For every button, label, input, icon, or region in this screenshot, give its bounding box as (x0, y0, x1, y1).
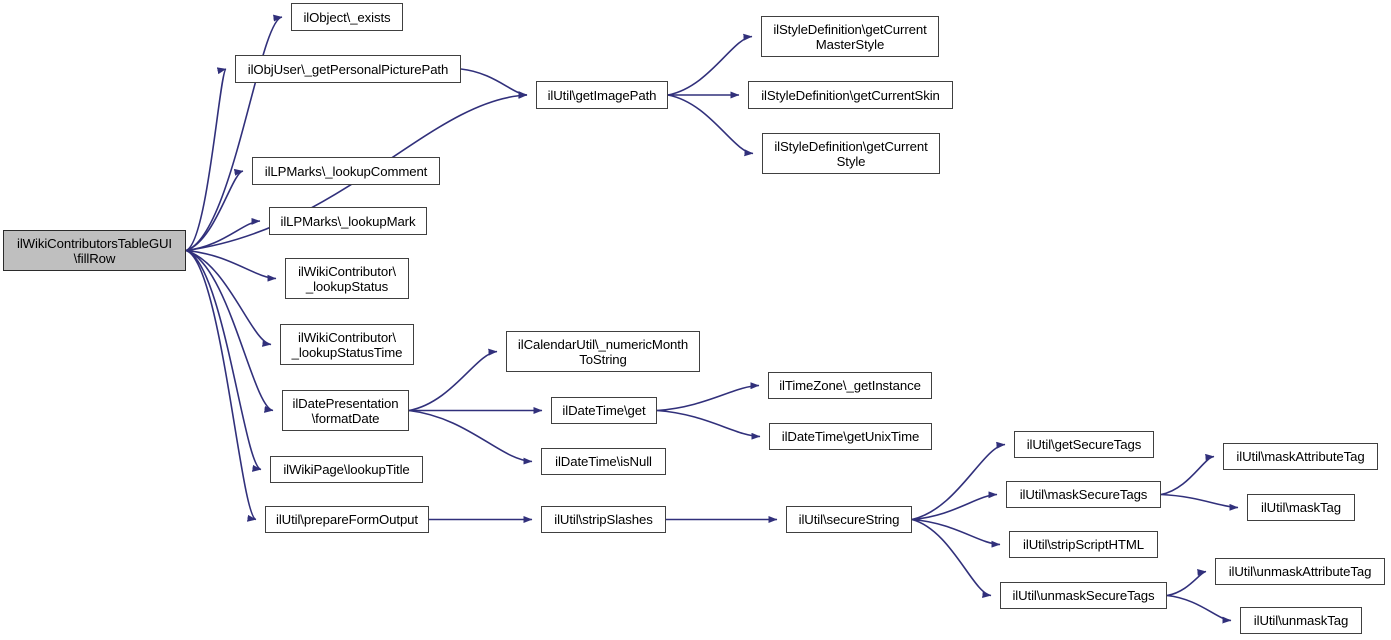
graph-edge-unmasksecuretags-to-unmaskattributetag (1166, 568, 1207, 597)
graph-edge-root-to-lookupmark (185, 217, 261, 252)
graph-edge-securestring-to-getsecuretags (911, 441, 1006, 521)
graph-node-prepareformoutput[interactable]: ilUtil\prepareFormOutput (265, 506, 429, 533)
graph-edge-datetimeget-to-getunixtime (656, 409, 761, 440)
graph-edge-root-to-formatdate (185, 249, 274, 413)
graph-edge-root-to-prepareformoutput (185, 249, 257, 522)
graph-node-masktag[interactable]: ilUtil\maskTag (1247, 494, 1355, 521)
graph-node-getinstance[interactable]: ilTimeZone\_getInstance (768, 372, 932, 399)
graph-edge-getimagepath-to-mastersstyle (667, 33, 753, 96)
graph-edge-securestring-to-masksecuretags (911, 491, 998, 521)
graph-edge-securestring-to-unmasksecuretags (911, 518, 992, 598)
graph-node-isnull[interactable]: ilDateTime\isNull (541, 448, 666, 475)
graph-edge-datetimeget-to-getinstance (656, 382, 760, 412)
graph-edge-formatdate-to-isnull (408, 409, 533, 465)
graph-node-maskattributetag[interactable]: ilUtil\maskAttributeTag (1223, 443, 1378, 470)
graph-edge-root-to-exists (185, 14, 283, 252)
graph-node-securestring[interactable]: ilUtil\secureString (786, 506, 912, 533)
graph-node-mastersstyle[interactable]: ilStyleDefinition\getCurrent MasterStyle (761, 16, 939, 57)
graph-node-masksecuretags[interactable]: ilUtil\maskSecureTags (1006, 481, 1161, 508)
graph-edge-root-to-lookupstatustime (185, 249, 272, 347)
graph-edge-getimagepath-to-currentstyle (667, 94, 754, 157)
graph-node-currentskin[interactable]: ilStyleDefinition\getCurrentSkin (748, 81, 953, 109)
graph-node-root[interactable]: ilWikiContributorsTableGUI \fillRow (3, 230, 186, 271)
graph-edge-root-to-lookupcomment (185, 168, 244, 252)
graph-edge-unmasksecuretags-to-unmasktag (1166, 594, 1232, 624)
graph-node-formatdate[interactable]: ilDatePresentation \formatDate (282, 390, 409, 431)
graph-node-lookupmark[interactable]: ilLPMarks\_lookupMark (269, 207, 427, 235)
graph-edge-masksecuretags-to-masktag (1160, 493, 1239, 511)
graph-node-lookuptitle[interactable]: ilWikiPage\lookupTitle (270, 456, 423, 483)
graph-node-exists[interactable]: ilObject\_exists (291, 3, 403, 31)
graph-node-unmasktag[interactable]: ilUtil\unmaskTag (1240, 607, 1362, 634)
graph-node-getimagepath[interactable]: ilUtil\getImagePath (536, 81, 668, 109)
graph-node-lookupstatus[interactable]: ilWikiContributor\ _lookupStatus (285, 258, 409, 299)
graph-node-lookupstatustime[interactable]: ilWikiContributor\ _lookupStatusTime (280, 324, 414, 365)
graph-edge-root-to-picturepath (185, 67, 227, 252)
graph-node-stripslashes[interactable]: ilUtil\stripSlashes (541, 506, 666, 533)
graph-node-unmaskattributetag[interactable]: ilUtil\unmaskAttributeTag (1215, 558, 1385, 585)
graph-node-stripscripthtml[interactable]: ilUtil\stripScriptHTML (1009, 531, 1158, 558)
graph-edge-root-to-lookupstatus (185, 249, 277, 282)
graph-edge-picturepath-to-getimagepath (460, 68, 528, 99)
graph-edge-securestring-to-stripscripthtml (911, 518, 1001, 548)
graph-node-currentstyle[interactable]: ilStyleDefinition\getCurrent Style (762, 133, 940, 174)
graph-node-lookupcomment[interactable]: ilLPMarks\_lookupComment (252, 157, 440, 185)
graph-node-numericmonth[interactable]: ilCalendarUtil\_numericMonth ToString (506, 331, 700, 372)
graph-node-picturepath[interactable]: ilObjUser\_getPersonalPicturePath (235, 55, 461, 83)
graph-edge-formatdate-to-numericmonth (408, 348, 498, 412)
graph-edge-root-to-lookuptitle (185, 249, 262, 472)
graph-node-getunixtime[interactable]: ilDateTime\getUnixTime (769, 423, 932, 450)
graph-edge-masksecuretags-to-maskattributetag (1160, 453, 1215, 496)
graph-node-datetimeget[interactable]: ilDateTime\get (551, 397, 657, 424)
graph-node-unmasksecuretags[interactable]: ilUtil\unmaskSecureTags (1000, 582, 1167, 609)
graph-node-getsecuretags[interactable]: ilUtil\getSecureTags (1014, 431, 1154, 458)
